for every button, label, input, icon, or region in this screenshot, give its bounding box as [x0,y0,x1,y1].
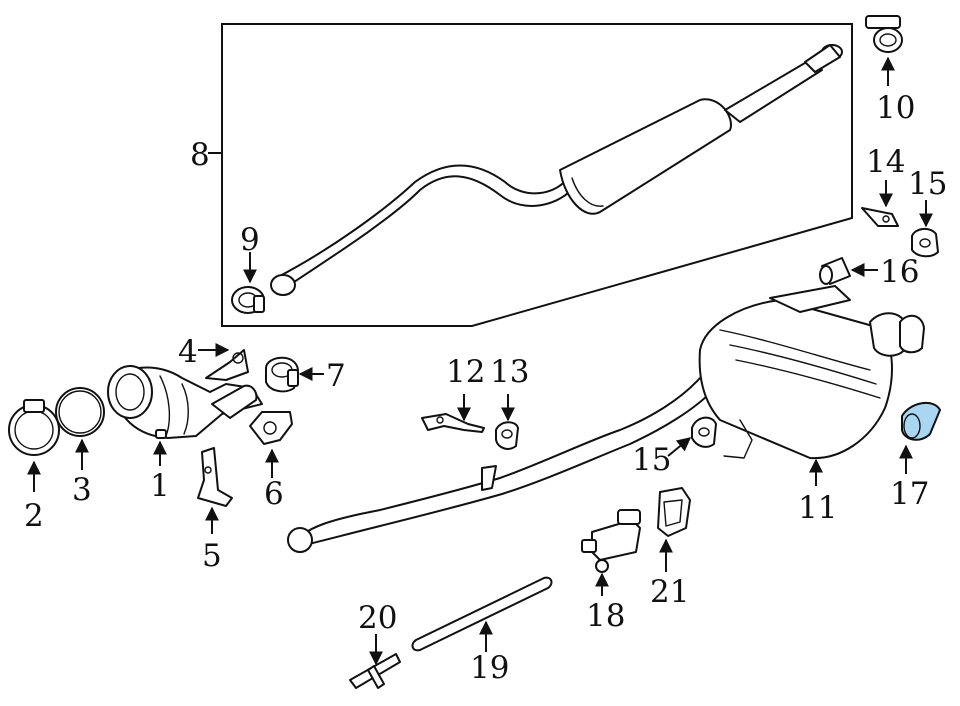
callout-3: 3 [72,472,92,508]
callout-11: 11 [798,490,837,526]
part-2-clamp [8,399,60,456]
part-3-gasket [55,387,105,437]
part-9-clamp [231,286,265,314]
callout-9: 9 [240,222,260,258]
part-5-bracket [197,447,233,507]
callout-8: 8 [190,137,210,173]
part-13-isolator [495,421,519,450]
part-6-bracket [249,411,293,445]
callout-19: 19 [470,650,509,686]
callout-2: 2 [24,498,44,534]
leader-lines [27,56,933,666]
exhaust-tip-highlight [901,401,941,441]
callout-13: 13 [490,354,529,390]
callout-10: 10 [876,90,915,126]
part-17-exhaust-tip [901,401,941,441]
callout-14: 14 [866,144,905,180]
part-15-isolator-upper [911,228,939,258]
callout-5: 5 [202,538,222,574]
callout-21: 21 [650,574,689,610]
part-18-solenoid [581,509,641,573]
callout-15-upper: 15 [908,166,947,202]
callout-16: 16 [880,254,919,290]
part-8-front-pipe [270,44,843,296]
callout-1: 1 [150,468,170,504]
callout-17: 17 [890,476,929,512]
part-19-hose [411,576,553,652]
part-7-clamp [265,356,299,393]
inset-frame [221,23,853,327]
part-1-catalytic-converter [107,365,263,439]
part-15-isolator-lower [691,416,717,448]
callout-6: 6 [264,476,284,512]
callout-20: 20 [358,600,397,636]
callout-4: 4 [178,334,198,370]
part-12-bracket [421,413,485,433]
callout-12: 12 [446,354,485,390]
part-14-bracket [861,207,899,227]
part-16-isolator [819,257,851,285]
callout-15-lower: 15 [632,442,671,478]
part-4-bracket [205,349,249,381]
callout-labels: 8 9 10 14 15 16 4 7 12 13 15 1 2 3 5 6 1… [24,90,947,686]
part-10-clamp [865,15,903,53]
callout-18: 18 [586,598,625,634]
part-20-tee-connector [349,653,401,689]
part-11-rear-muffler [287,285,925,553]
part-21-bracket [657,487,691,537]
callout-7: 7 [326,358,346,394]
